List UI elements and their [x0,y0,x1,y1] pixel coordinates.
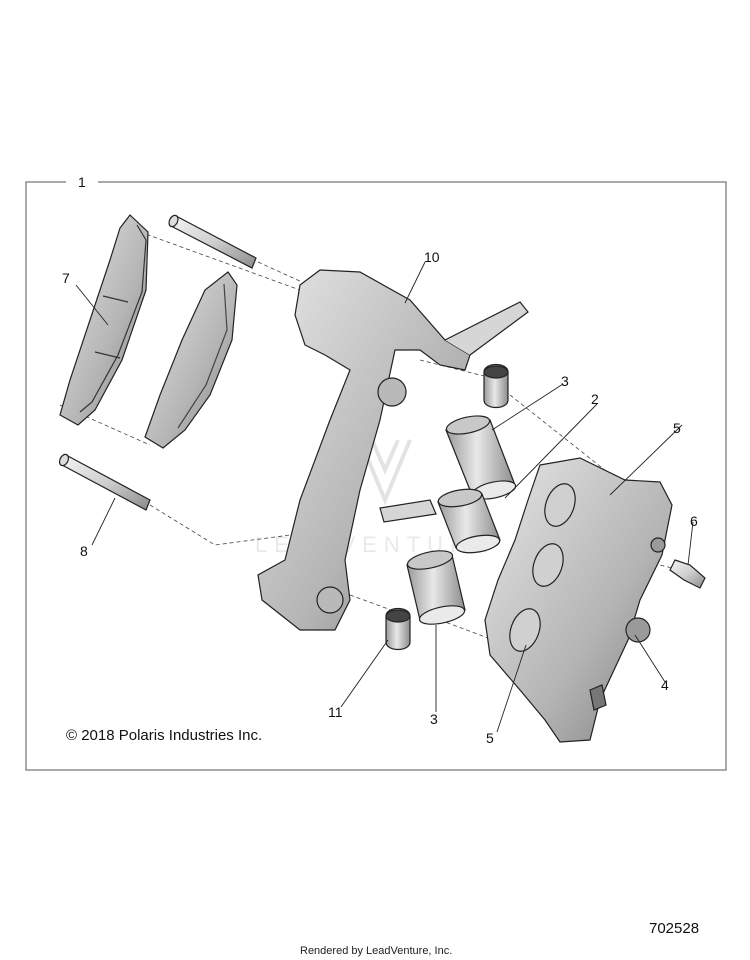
copyright-text: © 2018 Polaris Industries Inc. [66,727,262,744]
caliper-body [484,457,673,743]
guide-pin-lower [58,453,151,511]
assembly-frame [25,181,727,771]
label-3-upper: 3 [561,373,569,389]
label-8: 8 [80,543,88,559]
leader-lines [75,261,694,733]
boot-upper [483,363,509,409]
label-2: 2 [591,391,599,407]
label-5-lower: 5 [486,730,494,746]
label-6: 6 [690,513,698,529]
figure-number: 702528 [649,920,699,937]
label-4: 4 [661,677,669,693]
label-11: 11 [328,704,343,720]
boot-lower [385,607,411,651]
rendered-by-footer: Rendered by LeadVenture, Inc. [300,945,452,957]
label-3-lower: 3 [430,711,438,727]
label-5-upper: 5 [673,420,681,436]
guide-pin-upper [168,214,257,269]
label-10: 10 [424,249,440,265]
piston-upper [445,415,517,500]
label-7: 7 [62,270,70,286]
piston-middle [437,488,501,554]
brake-pad-right [144,271,238,449]
piston-lower [406,550,466,625]
bleeder-valve [669,559,706,589]
caliper-bracket [257,269,529,631]
label-1: 1 [78,174,86,190]
